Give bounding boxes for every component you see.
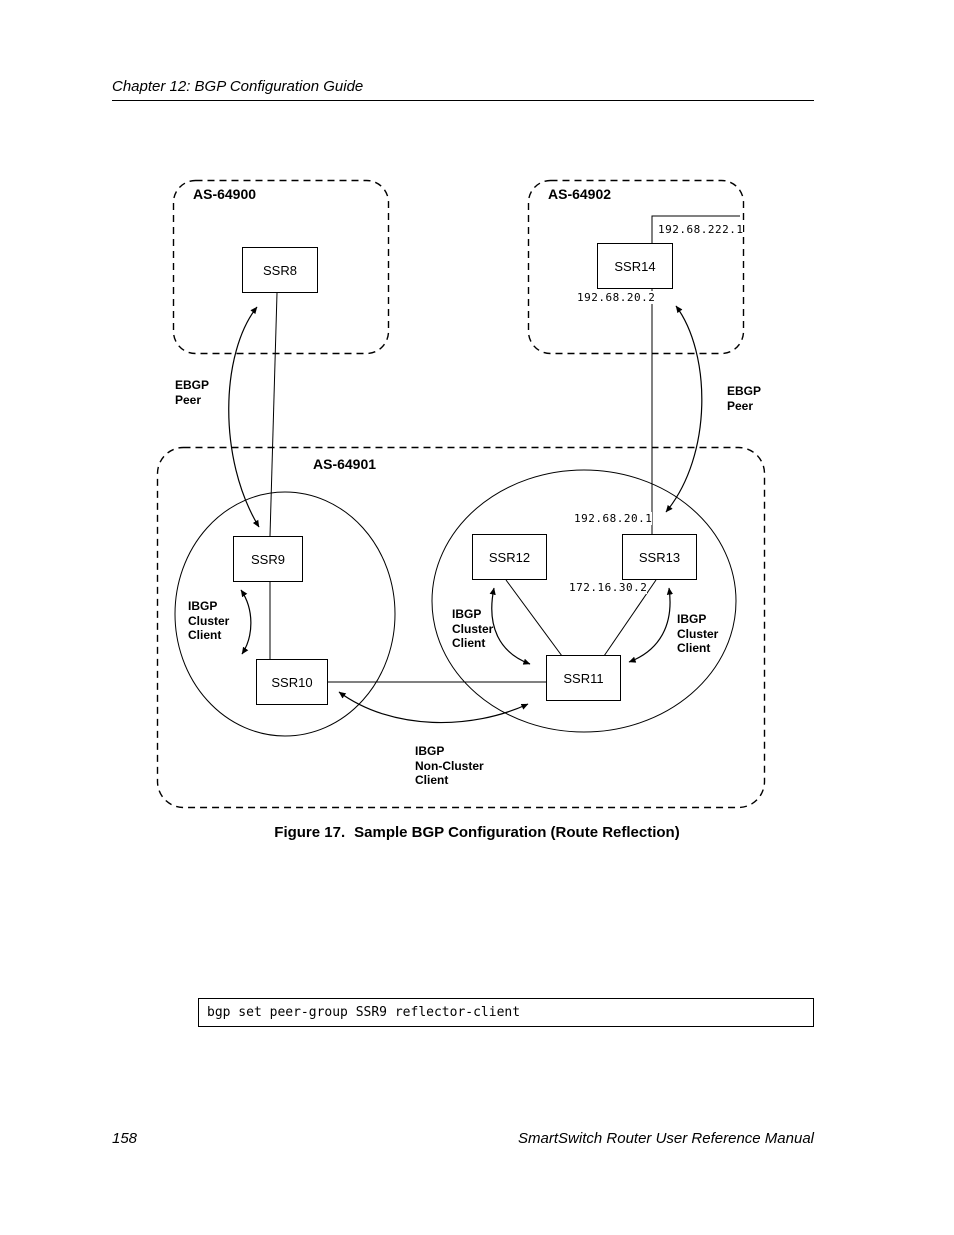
router-node-ssr14: SSR14 (597, 243, 673, 289)
cluster-ellipse-left (174, 491, 396, 737)
ibgp-cluster-arrow-right (628, 587, 674, 663)
ip-label-192-68-20-1: 192.68.20.1 (574, 512, 653, 525)
label-line: IBGP (415, 744, 445, 758)
router-node-ssr12: SSR12 (472, 534, 547, 580)
ip-label-172-16-30-2: 172.16.30.2 (569, 581, 648, 594)
label-line: EBGP (727, 384, 762, 398)
label-line: IBGP (452, 607, 482, 621)
link-network-192-68-222 (651, 215, 740, 243)
footer-manual-title: SmartSwitch Router User Reference Manual (518, 1130, 814, 1147)
ebgp-peer-arrow-left (228, 306, 260, 528)
label-line: Peer (175, 392, 202, 407)
cli-command-text: bgp set peer-group SSR9 reflector-client (207, 1005, 521, 1020)
ibgp-non-cluster-client-label: IBGP Non-Cluster Client (415, 744, 484, 788)
router-node-ssr10: SSR10 (256, 659, 328, 705)
as-64901-boundary (156, 446, 766, 809)
as-64902-boundary (527, 179, 745, 355)
header-rule (112, 100, 814, 101)
router-node-ssr13: SSR13 (622, 534, 697, 580)
as-64901-label: AS-64901 (313, 456, 377, 472)
as-64900-boundary (172, 179, 390, 355)
figure-caption-text: Sample BGP Configuration (Route Reflecti… (354, 824, 680, 841)
as-64900-label: AS-64900 (193, 186, 257, 202)
ip-label-192-68-222-1: 192.68.222.1 (658, 223, 744, 236)
ebgp-peer-label-left: EBGP Peer (175, 378, 209, 407)
label-line: EBGP (175, 378, 210, 392)
ibgp-cluster-arrow-left (240, 589, 252, 655)
ibgp-cluster-client-label-mid: IBGP Cluster Client (452, 607, 493, 651)
router-node-ssr9: SSR9 (233, 536, 303, 582)
ebgp-peer-label-right: EBGP Peer (727, 384, 761, 413)
cluster-ellipse-right (431, 469, 737, 733)
ibgp-cluster-arrow-mid (489, 587, 531, 665)
ibgp-non-cluster-arrow (338, 691, 529, 724)
figure-caption-number: Figure 17. (274, 824, 346, 841)
label-line: Peer (727, 398, 754, 413)
link-ssr12-ssr11 (505, 579, 563, 657)
cli-example-box: bgp set peer-group SSR9 reflector-client (198, 998, 814, 1027)
label-line: Cluster (677, 626, 719, 641)
label-line: IBGP (677, 612, 707, 626)
label-line: Cluster (452, 621, 494, 636)
router-node-ssr8: SSR8 (242, 247, 318, 293)
link-ssr8-ssr9 (269, 292, 278, 537)
ibgp-cluster-client-label-right: IBGP Cluster Client (677, 612, 718, 656)
label-line: Non-Cluster (415, 758, 484, 773)
label-line: Client (188, 628, 222, 642)
figure-caption: Figure 17. Sample BGP Configuration (Rout… (0, 824, 954, 841)
chapter-header: Chapter 12: BGP Configuration Guide (112, 78, 364, 95)
ebgp-peer-arrow-right (665, 305, 703, 513)
as-64902-label: AS-64902 (548, 186, 612, 202)
label-line: IBGP (188, 599, 218, 613)
label-line: Client (452, 636, 486, 650)
ibgp-cluster-client-label-left: IBGP Cluster Client (188, 599, 229, 643)
page-number: 158 (112, 1130, 138, 1147)
ip-label-192-68-20-2: 192.68.20.2 (577, 291, 656, 304)
label-line: Client (415, 773, 449, 787)
label-line: Client (677, 641, 711, 655)
router-node-ssr11: SSR11 (546, 655, 621, 701)
label-line: Cluster (188, 613, 230, 628)
